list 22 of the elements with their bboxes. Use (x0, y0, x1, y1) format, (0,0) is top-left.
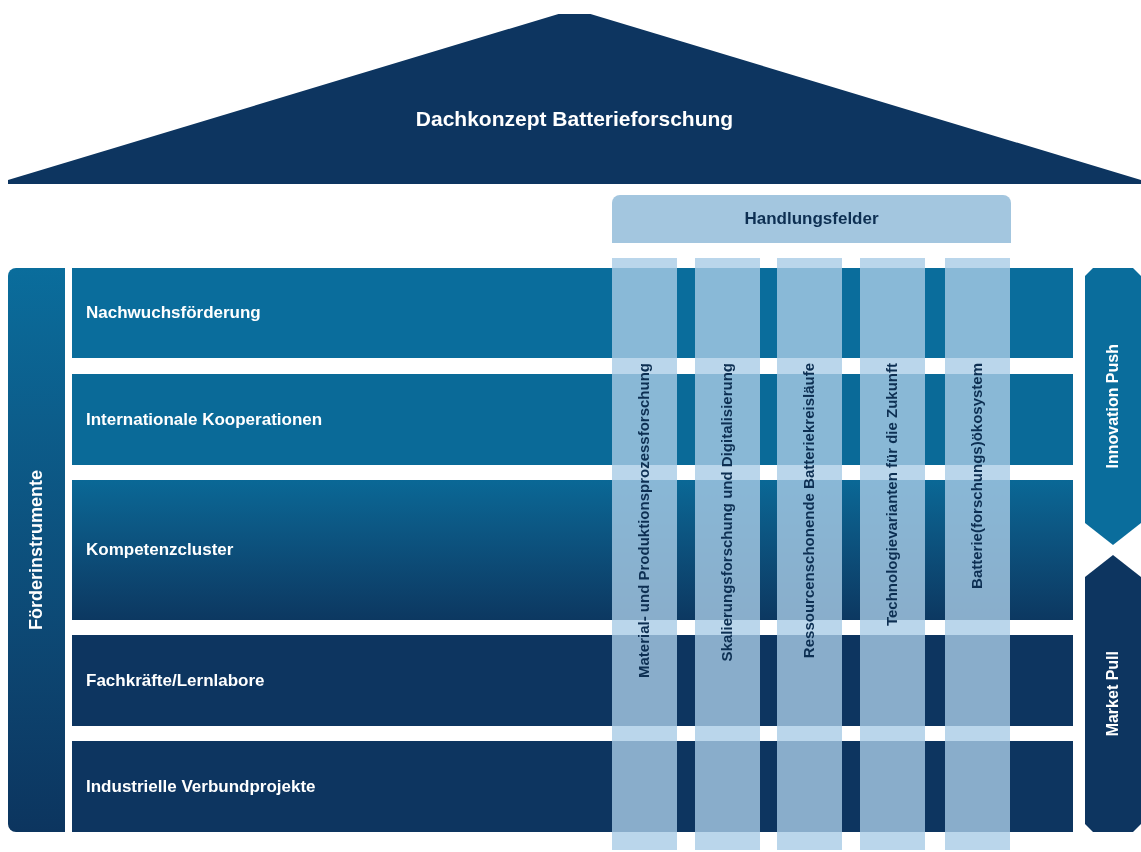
column-band (695, 258, 760, 850)
column-band (860, 258, 925, 850)
side-label: Innovation Push (1103, 344, 1122, 469)
row-label: Fachkräfte/Lernlabore (86, 669, 265, 692)
side-label: Market Pull (1103, 650, 1122, 737)
column-band (945, 258, 1010, 850)
column-label: Batterie(forschungs)ökosystem (967, 363, 987, 589)
column-label: Skalierungsforschung und Digitalisierung (717, 363, 737, 662)
column-band (612, 258, 677, 850)
column-label: Ressourcenschonende Batteriekreisläufe (799, 363, 819, 659)
row-label: Industrielle Verbundprojekte (86, 775, 316, 798)
row-label: Kompetenzcluster (86, 539, 234, 562)
header-label: Handlungsfelder (744, 208, 879, 231)
column-label: Technologievarianten für die Zukunft (882, 363, 902, 627)
header-band (612, 195, 1011, 243)
roof-title: Dachkonzept Batterieforschung (415, 105, 734, 132)
side-label: Förderinstrumente (25, 470, 47, 630)
row-label: Nachwuchsförderung (86, 302, 261, 325)
column-label: Material- und Produktionsprozessforschung (634, 363, 654, 679)
row-label: Internationale Kooperationen (86, 408, 323, 431)
column-band (777, 258, 842, 850)
side-band (8, 268, 65, 832)
